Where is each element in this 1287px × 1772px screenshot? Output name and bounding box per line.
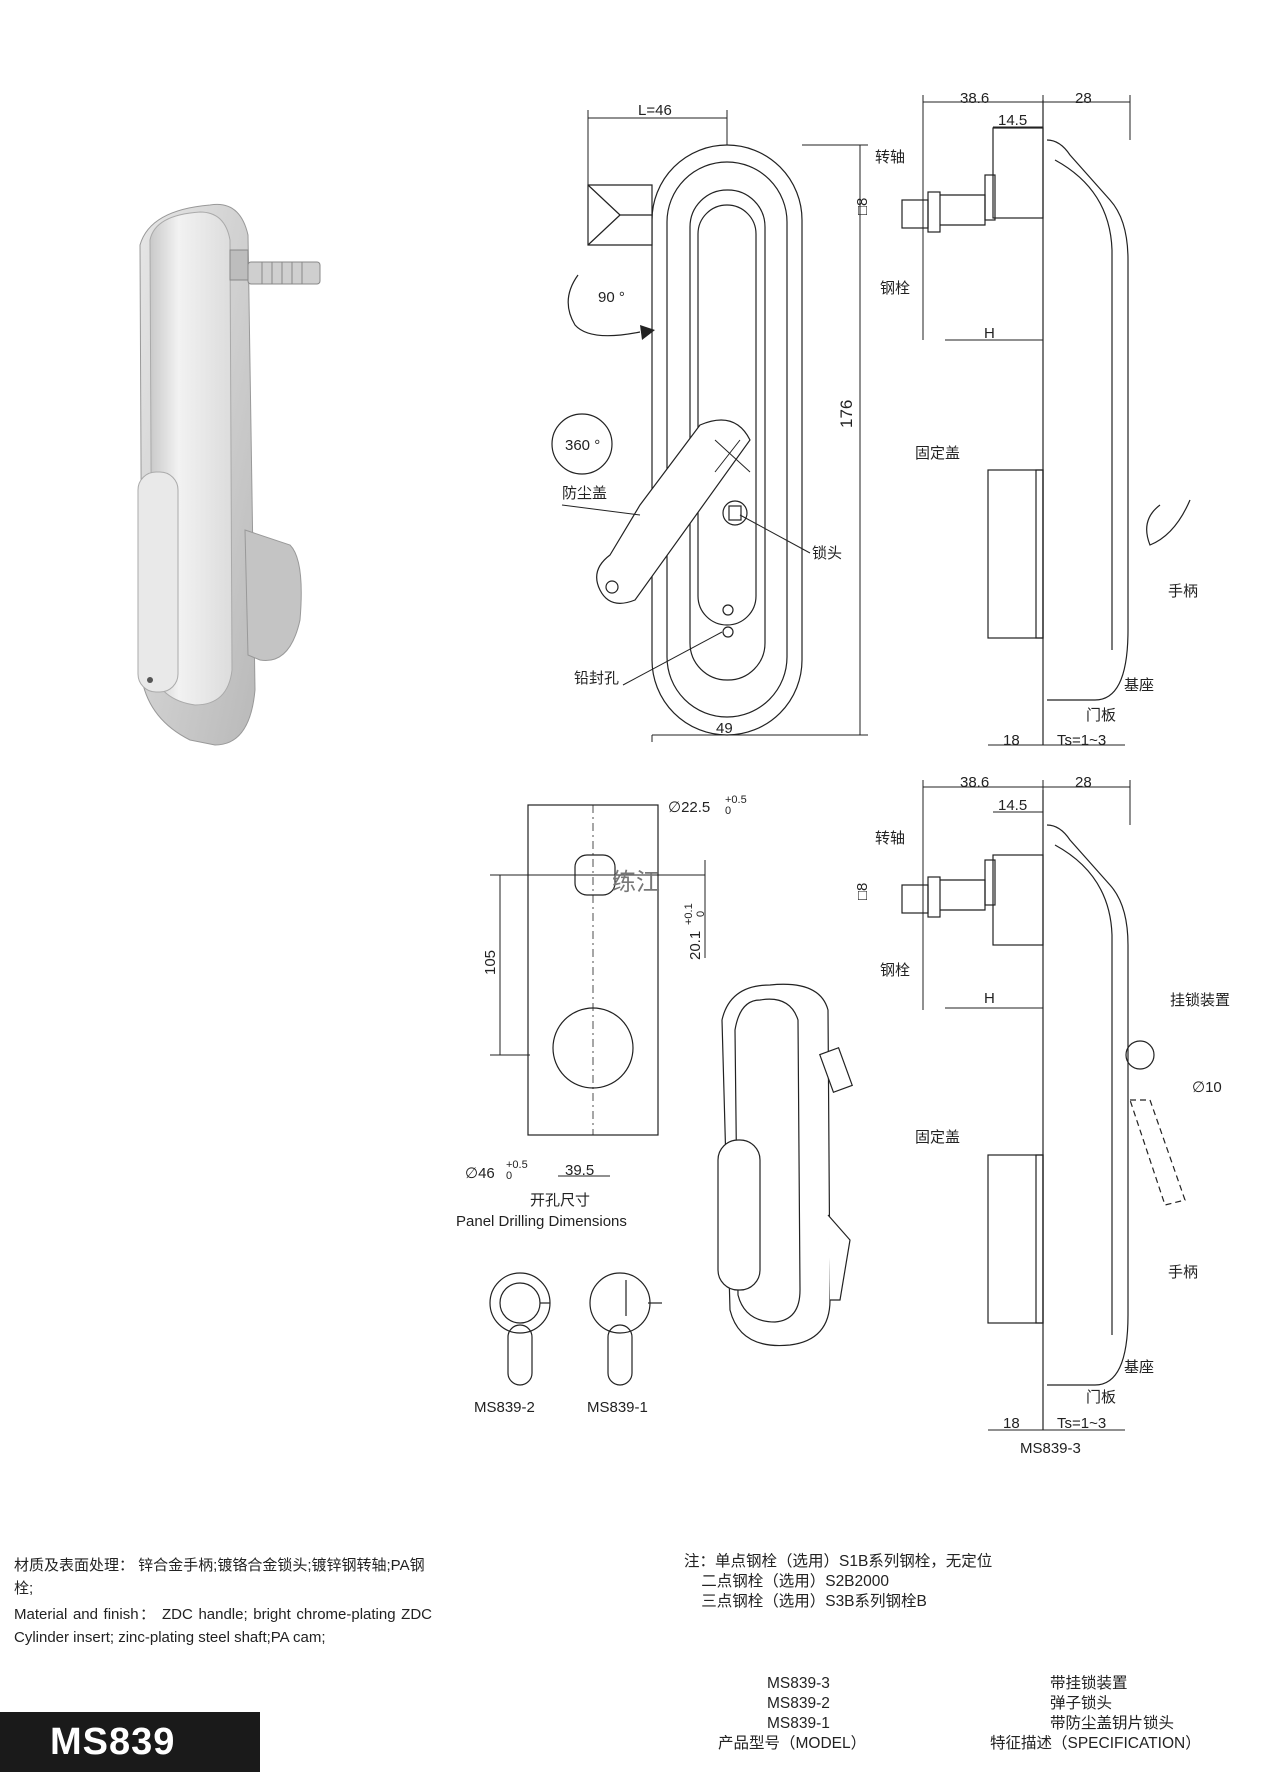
leader-line (739, 514, 811, 554)
notes: 注：单点钢栓（选用）S1B系列钢栓，无定位 二点钢栓（选用）S2B2000 三点… (684, 1552, 992, 1612)
dim-38-6: 38.6 (960, 90, 989, 107)
label-handle: 手柄 (1168, 583, 1198, 600)
dim-ts: Ts=1~3 (1057, 732, 1106, 749)
dim-L: L=46 (638, 102, 672, 119)
dim-38-6-b: 38.6 (960, 774, 989, 791)
label-dust-cover: 防尘盖 (562, 485, 607, 502)
label-door-panel-b: 门板 (1086, 1388, 1116, 1406)
label-ms839-2: MS839-2 (474, 1399, 535, 1416)
material-cn: 材质及表面处理： 锌合金手柄;镀铬合金锁头;镀锌钢转轴;PA钢栓; (14, 1557, 425, 1597)
rot-360-label: 360 ° (565, 437, 600, 454)
front-view (587, 144, 803, 736)
label-base: 基座 (1124, 677, 1154, 694)
handle-sketch-view (717, 983, 854, 1347)
label-seal-hole: 铅封孔 (574, 670, 619, 687)
label-ms839-1: MS839-1 (587, 1399, 648, 1416)
label-base-b: 基座 (1124, 1359, 1154, 1376)
product-title: MS839 (0, 1712, 260, 1772)
note-line: 注：单点钢栓（选用）S1B系列钢栓，无定位 (684, 1553, 993, 1570)
label-fixed-cover-b: 固定盖 (915, 1129, 960, 1146)
rot-90-label: 90 ° (598, 289, 625, 306)
label-fixed-cover: 固定盖 (915, 445, 960, 462)
side-view-bottom-dims (922, 780, 1131, 1431)
label-padlock: 挂锁装置 (1170, 992, 1230, 1009)
panel-drilling-view (527, 804, 659, 1136)
dim-width: 49 (716, 720, 733, 737)
side-view-top (901, 100, 1129, 745)
dim-105: 105 (482, 950, 499, 975)
dim-46-tol0: 0 (506, 1170, 512, 1182)
rotate-arrow-icon (1146, 499, 1191, 546)
variant-ms839-1-view (589, 1272, 662, 1386)
model-id: MS839-1 (767, 1715, 830, 1732)
note-line: 三点钢栓（选用）S3B系列钢栓B (684, 1593, 927, 1610)
dim-22-5-tol0: 0 (725, 805, 731, 817)
label-bolt-b: 钢栓 (880, 962, 910, 979)
variant-ms839-2-view (489, 1272, 551, 1386)
dim-H: H (984, 325, 995, 342)
dim-10: ∅10 (1192, 1079, 1222, 1096)
dim-ts-b: Ts=1~3 (1057, 1415, 1106, 1432)
drill-title-en: Panel Drilling Dimensions (456, 1213, 627, 1230)
model-id: MS839-3 (767, 1675, 830, 1692)
label-shaft-b: 转轴 (875, 830, 905, 847)
label-bolt: 钢栓 (880, 280, 910, 297)
panel-drilling-dims (490, 860, 706, 1177)
label-door-panel: 门板 (1086, 706, 1116, 724)
dim-22-5: ∅22.5 (668, 799, 710, 816)
leader-line (622, 631, 723, 686)
drill-title-cn: 开孔尺寸 (530, 1192, 590, 1209)
dim-14-5-b: 14.5 (998, 797, 1027, 814)
dim-square-8-b: □8 (854, 883, 871, 900)
model-feature: 带防尘盖钥片锁头 (1050, 1715, 1175, 1732)
label-ms839-3: MS839-3 (1020, 1440, 1081, 1457)
dim-H-b: H (984, 990, 995, 1007)
dim-18-b: 18 (1003, 1415, 1020, 1432)
material-en: Material and finish： ZDC handle; bright … (14, 1606, 432, 1646)
dim-height: 176 (837, 400, 856, 428)
dim-46-tol: +0.5 (506, 1159, 528, 1171)
model-feature: 弹子锁头 (1050, 1695, 1113, 1712)
dim-39-5: 39.5 (565, 1162, 594, 1179)
feature-header: 特征描述（SPECIFICATION） (990, 1735, 1201, 1752)
dim-28: 28 (1075, 90, 1092, 107)
dim-18: 18 (1003, 732, 1020, 749)
side-view-top-dims (922, 95, 1131, 746)
note-line: 二点钢栓（选用）S2B2000 (684, 1573, 890, 1590)
dim-22-5-tol: +0.5 (725, 794, 747, 806)
dim-46: ∅46 (465, 1165, 495, 1182)
label-shaft: 转轴 (875, 149, 905, 166)
model-feature: 带挂锁装置 (1050, 1675, 1128, 1692)
arrow-head-icon (640, 325, 655, 340)
dim-20-1: 20.1 (687, 931, 704, 960)
front-view-dims (587, 110, 868, 742)
rotate-90-arrow (567, 274, 641, 337)
label-lock-head: 锁头 (812, 545, 842, 562)
technical-drawing: L=46 176 49 90 ° 360 ° 防尘盖 锁头 铅封孔 38.6 2… (137, 90, 1230, 1457)
rotate-360-arrow (551, 413, 613, 475)
product-3d-view (137, 203, 321, 746)
leader-line (561, 504, 641, 516)
dim-28-b: 28 (1075, 774, 1092, 791)
dim-14-5: 14.5 (998, 112, 1027, 129)
model-id: MS839-2 (767, 1695, 830, 1712)
dim-20-1-tol: +0.1 (683, 903, 695, 925)
dim-square-8: □8 (854, 198, 871, 215)
side-view-bottom (901, 790, 1186, 1430)
dim-20-1-tol0: 0 (695, 911, 707, 917)
label-handle-b: 手柄 (1168, 1264, 1198, 1281)
watermark: 练江 (612, 868, 660, 896)
model-header: 产品型号（MODEL） (718, 1735, 867, 1752)
